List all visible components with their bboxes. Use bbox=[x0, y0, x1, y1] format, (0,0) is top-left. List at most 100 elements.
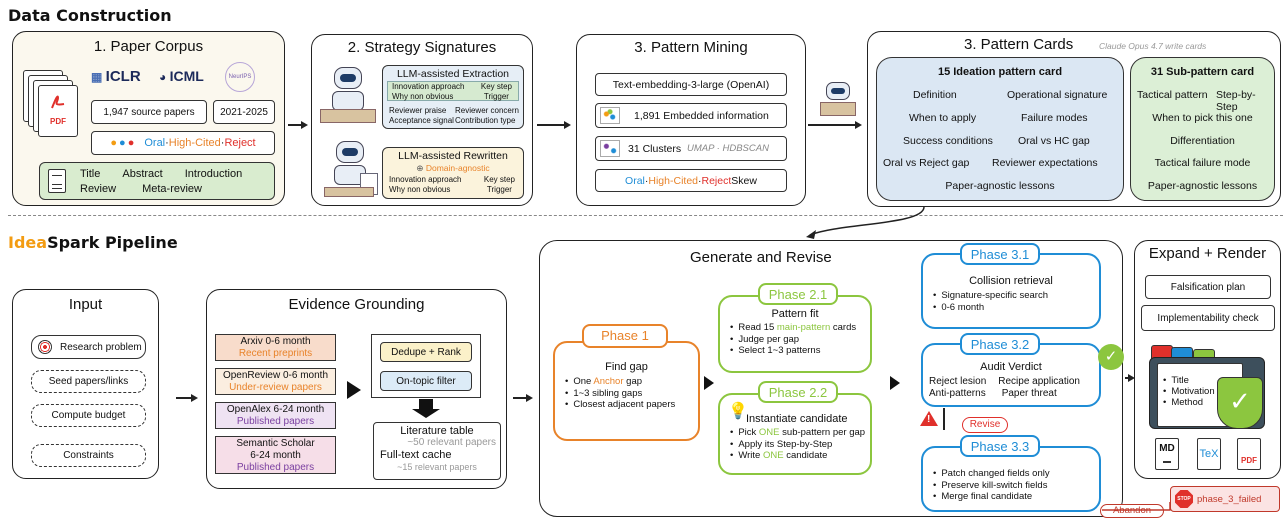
arrow-phase1-to-phase2 bbox=[704, 376, 714, 390]
generate-panel: Generate and Revise Find gap One Anchor … bbox=[539, 240, 1123, 517]
arrow-down-head bbox=[412, 409, 440, 418]
phase33-box: Patch changed fields only Preserve kill-… bbox=[921, 446, 1101, 512]
research-problem-item: Research problem bbox=[31, 335, 146, 359]
clusters-box: 31 Clusters UMAP · HDBSCAN bbox=[595, 136, 787, 161]
fulltext-count: ~15 relevant papers bbox=[397, 462, 477, 472]
arrow-mining-to-cards bbox=[808, 121, 862, 128]
phase31-tag: Phase 3.1 bbox=[960, 243, 1040, 265]
section-title-data-construction: Data Construction bbox=[8, 6, 172, 25]
phase1-item: One Anchor gap bbox=[565, 376, 675, 388]
cards-connector bbox=[806, 206, 925, 239]
phase31-box: Collision retrieval Signature-specific s… bbox=[921, 253, 1101, 329]
cards-panel: 3. Pattern Cards Claude Opus 4.7 write c… bbox=[867, 31, 1281, 207]
constraints-item: Constraints bbox=[31, 444, 146, 467]
phase1-box: Find gap One Anchor gap 1~3 sibling gaps… bbox=[553, 341, 700, 441]
phase22-item: Write ONE candidate bbox=[730, 450, 865, 462]
ideation-item: Failure modes bbox=[1021, 112, 1088, 124]
compute-budget-item: Compute budget bbox=[31, 404, 146, 427]
sub-item: Tactical pattern bbox=[1137, 89, 1208, 101]
source-papers-box: 1,947 source papers bbox=[91, 100, 207, 124]
phase21-item: Judge per gap bbox=[730, 334, 856, 346]
phase22-box: 💡 Instantiate candidate Pick ONE sub-pat… bbox=[718, 393, 872, 475]
arrow-evidence-to-generate bbox=[513, 394, 533, 401]
pipeline-prefix: Idea bbox=[8, 233, 48, 252]
ideation-item: Oral vs HC gap bbox=[1018, 135, 1090, 147]
scatter-icon bbox=[600, 107, 620, 124]
md-file-icon: MD bbox=[1155, 438, 1179, 470]
extraction-box: LLM-assisted Extraction Innovation appro… bbox=[382, 65, 524, 129]
phase21-tag: Phase 2.1 bbox=[758, 283, 838, 305]
ideation-item: Definition bbox=[913, 89, 957, 101]
iclr-logo: ▦ ICLR bbox=[91, 68, 141, 85]
folder-items: Title Motivation Method bbox=[1163, 375, 1214, 408]
literature-table: Literature table bbox=[400, 425, 474, 437]
input-panel: Input Research problem Seed papers/links… bbox=[12, 289, 159, 479]
pdf-stack-icon: PDF bbox=[23, 70, 79, 140]
pdf-label: PDF bbox=[50, 117, 66, 126]
phase3-failed-label: phase_3_failed bbox=[1197, 493, 1262, 505]
arrow-generate-to-expand bbox=[1125, 374, 1135, 381]
literature-box: Literature table ~50 relevant papers Ful… bbox=[373, 422, 501, 480]
abandon-arrow bbox=[1102, 502, 1171, 511]
ideation-item: Success conditions bbox=[903, 135, 993, 147]
warning-icon bbox=[920, 411, 938, 426]
arrow-input-to-evidence bbox=[176, 394, 198, 401]
lightbulb-icon: 💡 bbox=[728, 403, 748, 420]
ideation-item: Operational signature bbox=[1007, 89, 1108, 101]
strategy-panel: 2. Strategy Signatures LLM-assisted Extr… bbox=[311, 34, 533, 206]
sub-item: Tactical failure mode bbox=[1154, 157, 1251, 169]
filter-group: Dedupe + Rank On-topic filter bbox=[371, 334, 481, 398]
phase33-item: Merge final candidate bbox=[933, 491, 1050, 503]
literature-count: ~50 relevant papers bbox=[407, 437, 496, 448]
paper-corpus-panel: 1. Paper Corpus PDF ▦ ICLR ◕ ICML NeurIP… bbox=[12, 31, 285, 206]
sub-title: 31 Sub-pattern card bbox=[1150, 66, 1255, 78]
pipeline-suffix: Spark Pipeline bbox=[47, 233, 178, 252]
revise-connector bbox=[943, 408, 945, 430]
shield-check-icon: ✓ bbox=[1217, 377, 1263, 429]
folder-icon: Title Motivation Method ✓ bbox=[1149, 345, 1269, 431]
cards-note: Claude Opus 4.7 write cards bbox=[1099, 41, 1207, 51]
evidence-title: Evidence Grounding bbox=[288, 296, 425, 313]
implementability-box: Implementability check bbox=[1141, 305, 1275, 331]
phase33-tag: Phase 3.3 bbox=[960, 435, 1040, 457]
phase31-item: Signature-specific search bbox=[933, 290, 1048, 302]
tier-oral: Oral bbox=[144, 137, 166, 149]
check-circle-icon: ✓ bbox=[1098, 344, 1124, 370]
arrow-corpus-to-strategy bbox=[288, 121, 308, 128]
phase22-heading: Instantiate candidate bbox=[746, 413, 848, 425]
phase32-heading: Audit Verdict bbox=[980, 361, 1042, 373]
phase1-item: Closest adjacent papers bbox=[565, 399, 675, 411]
sub-item: Differentiation bbox=[1170, 135, 1235, 147]
dedupe-rank-box: Dedupe + Rank bbox=[380, 342, 472, 362]
neurips-logo: NeurIPS bbox=[225, 62, 255, 92]
icml-logo: ◕ ICML bbox=[159, 68, 204, 84]
section-divider bbox=[8, 215, 1283, 216]
tex-file-icon: TeX bbox=[1197, 438, 1221, 470]
sub-item: Paper-agnostic lessons bbox=[1147, 180, 1258, 192]
paper-corpus-title: 1. Paper Corpus bbox=[93, 38, 204, 55]
phase22-item: Pick ONE sub-pattern per gap bbox=[730, 427, 865, 439]
tiers-box: ●●● Oral · High-Cited · Reject bbox=[91, 131, 275, 155]
embedded-box: 1,891 Embedded information bbox=[595, 103, 787, 128]
robot-laptop-icon bbox=[818, 82, 858, 120]
cluster-icon bbox=[600, 140, 620, 157]
ideation-item: Paper-agnostic lessons bbox=[945, 180, 1055, 192]
robot-rewrite-icon bbox=[324, 139, 382, 201]
phase32-tag: Phase 3.2 bbox=[960, 333, 1040, 355]
phase21-item: Select 1~3 patterns bbox=[730, 345, 856, 357]
arrow-down-icon bbox=[419, 399, 433, 409]
mining-title: 3. Pattern Mining bbox=[634, 39, 748, 56]
arrow-sources-to-filter bbox=[347, 381, 361, 399]
years-box: 2021-2025 bbox=[213, 100, 275, 124]
target-icon bbox=[38, 340, 52, 354]
rewrite-title: LLM-assisted Rewritten bbox=[398, 150, 508, 162]
sub-pattern-card: 31 Sub-pattern card Tactical pattern Ste… bbox=[1130, 57, 1275, 201]
